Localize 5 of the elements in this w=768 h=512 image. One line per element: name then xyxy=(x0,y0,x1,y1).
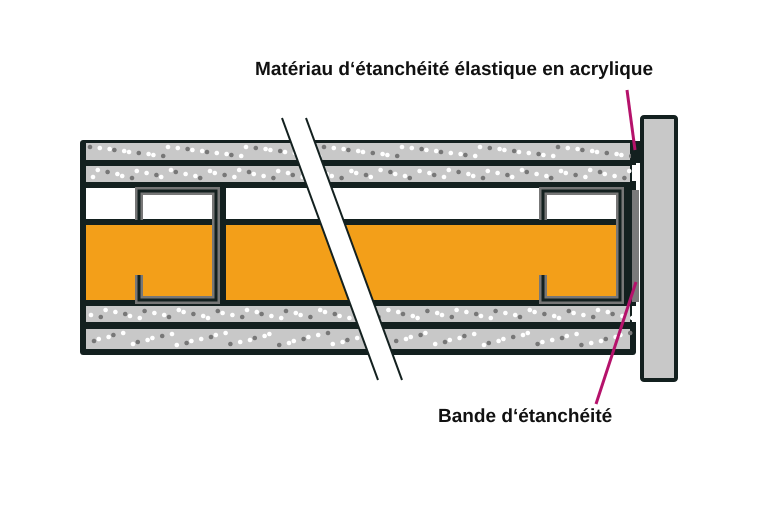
leader-line xyxy=(626,90,636,150)
leader-line xyxy=(594,282,638,404)
callout-label: Bande d‘étanchéité xyxy=(438,405,612,429)
sealing-strip xyxy=(632,190,639,302)
callout-label: Matériau d‘étanchéité élastique en acrylique xyxy=(255,58,654,82)
